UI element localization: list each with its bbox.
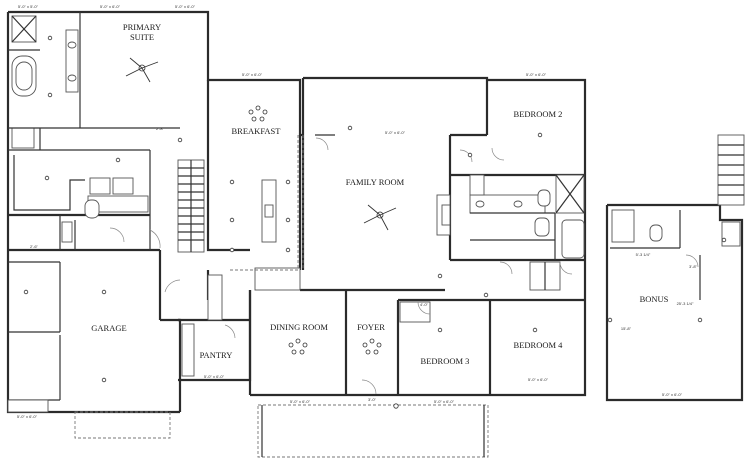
recessed-lights <box>23 35 727 409</box>
room-label-bedroom-2: BEDROOM 2 <box>514 109 563 119</box>
dimension-label: 5'-0" x 6'-0" <box>528 377 549 382</box>
stairs <box>177 159 205 253</box>
ceiling-fan-icon <box>363 204 397 231</box>
chandelier-icon <box>288 338 308 355</box>
chandelier-icon <box>248 105 268 122</box>
room-label-garage: GARAGE <box>91 323 126 333</box>
dimension-label: 5'-0" x 6'-0" <box>100 4 121 9</box>
dimension-label: 5'-0" x 6'-0" <box>385 130 406 135</box>
dimension-label: 4'-0" <box>420 302 429 307</box>
dimension-label: 5'-0" x 6'-0" <box>434 399 455 404</box>
dimension-label: 5'-0" x 5'-0" <box>18 4 39 9</box>
room-label-bedroom-4: BEDROOM 4 <box>514 340 564 350</box>
garage-apron <box>74 411 171 439</box>
primary-bath <box>8 12 180 150</box>
room-label-pantry: PANTRY <box>200 350 233 360</box>
dimension-label: 2'-6" <box>30 244 39 249</box>
dimension-label: 3'-0" <box>368 397 377 402</box>
room-label-breakfast: BREAKFAST <box>232 126 282 136</box>
dimension-label: 5'-0" x 6'-0" <box>662 392 683 397</box>
dimension-label: 15'-8" <box>621 326 632 331</box>
dimension-label: 5'-0" x 6'-0" <box>242 72 263 77</box>
kitchen <box>207 135 304 321</box>
garage-interior <box>7 261 61 413</box>
bedroom-2-bath <box>469 174 585 291</box>
room-label-foyer: FOYER <box>357 322 385 332</box>
family-room-fixtures <box>315 134 451 236</box>
laundry-area <box>8 149 151 250</box>
bedroom-3-closet <box>399 301 431 323</box>
room-label-primary-suite: PRIMARY <box>123 22 161 32</box>
dimension-label: 5'-0" x 6'-0" <box>17 414 38 419</box>
room-label-bedroom-3: BEDROOM 3 <box>421 356 470 366</box>
pantry-shelf <box>181 323 195 377</box>
room-label-bonus: BONUS <box>640 294 669 304</box>
room-label-family-room: FAMILY ROOM <box>346 177 405 187</box>
dimension-label: 5'-0" x 6'-0" <box>175 4 196 9</box>
dimension-label: 5'-0" x 6'-0" <box>526 72 547 77</box>
room-label-dining-room: DINING ROOM <box>270 322 328 332</box>
dimension-label: 3'-8" <box>689 264 698 269</box>
front-porch <box>257 404 489 458</box>
dimension-label: 5'-0" x 6'-0" <box>204 374 225 379</box>
dimension-label: 2'-8" <box>156 126 165 131</box>
chandelier-icon <box>362 338 382 355</box>
bonus-room-walls <box>605 134 745 402</box>
dimension-label: 5'-3 1/4" <box>636 252 651 257</box>
dimension-label: 25'-3 1/4" <box>677 301 694 306</box>
dimension-label: 5'-0" x 6'-0" <box>290 399 311 404</box>
ceiling-fan-icon <box>125 57 159 83</box>
room-label-primary-suite-2: SUITE <box>130 32 154 42</box>
